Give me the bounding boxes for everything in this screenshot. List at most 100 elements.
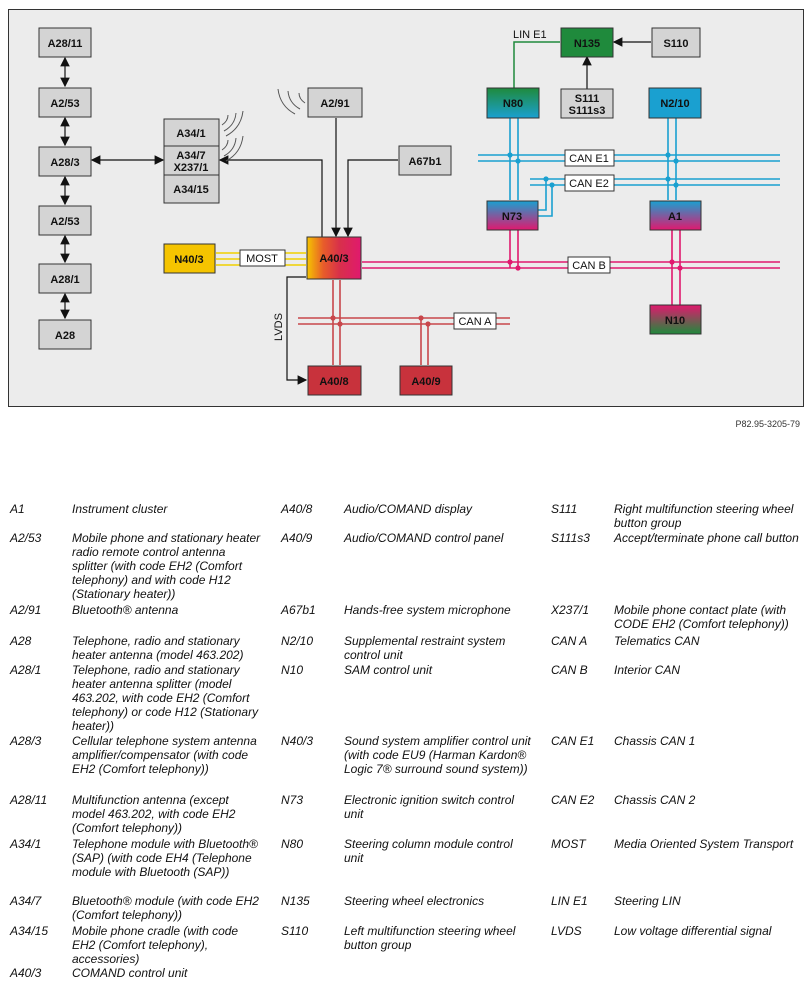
legend-code: LVDS	[551, 924, 582, 938]
box-n135	[560, 27, 614, 58]
legend-desc: Multifunction antenna (except model 463.…	[72, 793, 236, 835]
legend-desc: Cellular telephone system antenna amplif…	[72, 734, 257, 776]
legend-desc: Instrument cluster	[72, 502, 168, 516]
legend-code: A67b1	[281, 603, 316, 617]
box-n2-10	[648, 87, 702, 119]
figure-caption: P82.95-3205-79	[735, 419, 800, 429]
label-most: MOST	[246, 253, 278, 265]
label-s110: S110	[663, 38, 688, 50]
box-n10	[649, 304, 702, 335]
box-a34-group	[163, 118, 220, 204]
legend-code: CAN E2	[551, 793, 595, 807]
legend-desc: Chassis CAN 2	[614, 793, 696, 807]
box-a28-3	[38, 146, 92, 177]
legend-code: A2/53	[10, 531, 42, 545]
box-a40-3	[306, 236, 362, 280]
label-x237-1: X237/1	[174, 162, 209, 174]
legend-code: A40/9	[281, 531, 313, 545]
legend-code: CAN A	[551, 634, 588, 648]
label-lvds: LVDS	[273, 313, 285, 341]
legend-code: N2/10	[281, 634, 314, 648]
legend-desc: Sound system amplifier control unit (wit…	[344, 734, 531, 776]
can-b-label-box	[567, 256, 611, 274]
legend-code: A2/91	[10, 603, 42, 617]
box-n80	[486, 87, 540, 119]
label-n80: N80	[503, 98, 523, 110]
legend-code: A34/7	[10, 894, 42, 908]
label-a34-15: A34/15	[173, 184, 208, 196]
legend-code: A34/1	[10, 837, 42, 851]
label-a67b1: A67b1	[408, 156, 441, 168]
legend-desc: Bluetooth® module (with code EH2 (Comfor…	[72, 894, 259, 922]
wiring-diagram: A28/11 A2/53 A28/3 A2/53 A28/1 A28 A34/1…	[38, 27, 780, 396]
label-n73: N73	[502, 211, 522, 223]
legend-code: A40/8	[281, 502, 313, 516]
legend-code: MOST	[551, 837, 586, 851]
legend-desc: Low voltage differential signal	[614, 924, 772, 938]
label-a28-11: A28/11	[48, 38, 83, 50]
can-e2-label-box	[564, 174, 615, 192]
legend-code: A28/3	[10, 734, 42, 748]
legend-code: X237/1	[551, 603, 590, 617]
legend-desc: Supplemental restraint system control un…	[344, 634, 506, 662]
legend-code: CAN E1	[551, 734, 595, 748]
label-a40-3: A40/3	[319, 253, 348, 265]
label-a2-53-top: A2/53	[50, 98, 79, 110]
label-a28-3: A28/3	[50, 157, 79, 169]
legend-desc: Bluetooth® antenna	[72, 603, 179, 617]
label-s111: S111	[575, 93, 599, 105]
can-a-label-box	[453, 312, 497, 330]
legend-desc: Media Oriented System Transport	[614, 837, 794, 851]
label-n135: N135	[574, 38, 600, 50]
legend-desc: Left multifunction steering wheel button…	[344, 924, 516, 952]
label-a34-7: A34/7	[176, 150, 205, 162]
legend-code: A40/3	[10, 966, 42, 980]
box-a40-9	[399, 365, 453, 396]
legend-desc: Telephone, radio and stationary heater a…	[72, 663, 259, 733]
label-can-b: CAN B	[572, 260, 606, 272]
label-a2-53-bottom: A2/53	[50, 216, 79, 228]
label-a40-8: A40/8	[319, 376, 348, 388]
label-n2-10: N2/10	[660, 98, 689, 110]
legend-code: A34/15	[10, 924, 49, 938]
box-n73	[486, 200, 539, 231]
legend-desc: Chassis CAN 1	[614, 734, 696, 748]
label-lin-e1: LIN E1	[513, 29, 547, 41]
label-s111s3: S111s3	[569, 105, 606, 117]
legend-code: A28	[10, 634, 32, 648]
legend-code: S110	[281, 924, 309, 938]
legend-code: N40/3	[281, 734, 314, 748]
legend-desc: Telematics CAN	[614, 634, 700, 648]
legend-desc: Telephone module with Bluetooth® (SAP) (…	[72, 837, 258, 879]
can-e1-label-box	[564, 149, 615, 167]
legend-desc: Hands-free system microphone	[344, 603, 511, 617]
legend-desc: Steering wheel electronics	[344, 894, 485, 908]
box-a28-11	[38, 27, 92, 58]
legend-code: A28/1	[10, 663, 42, 677]
box-s110	[651, 27, 701, 58]
legend-code: N80	[281, 837, 304, 851]
label-a28-1: A28/1	[50, 274, 79, 286]
legend-desc: Mobile phone contact plate (with CODE EH…	[614, 603, 789, 631]
legend-code: LIN E1	[551, 894, 588, 908]
label-a1: A1	[668, 211, 682, 223]
legend-code: N10	[281, 663, 304, 677]
label-can-a: CAN A	[458, 316, 492, 328]
legend-code: S111	[551, 502, 578, 516]
most-label-box	[239, 249, 286, 267]
label-a2-91: A2/91	[320, 98, 349, 110]
label-can-e1: CAN E1	[569, 153, 609, 165]
legend-desc: Steering column module control unit	[344, 837, 513, 865]
legend-desc: Audio/COMAND control panel	[344, 531, 504, 545]
legend-desc: Audio/COMAND display	[344, 502, 473, 516]
legend-desc: Mobile phone and stationary heater radio…	[72, 531, 261, 601]
label-can-e2: CAN E2	[569, 178, 609, 190]
legend-code: A28/11	[10, 793, 48, 807]
box-a1	[649, 200, 702, 231]
legend-desc: Steering LIN	[614, 894, 681, 908]
box-n40-3	[163, 243, 216, 274]
box-a40-8	[307, 365, 362, 396]
legend-desc: SAM control unit	[344, 663, 433, 677]
legend-desc: COMAND control unit	[72, 966, 188, 980]
box-a28-1	[38, 263, 92, 294]
